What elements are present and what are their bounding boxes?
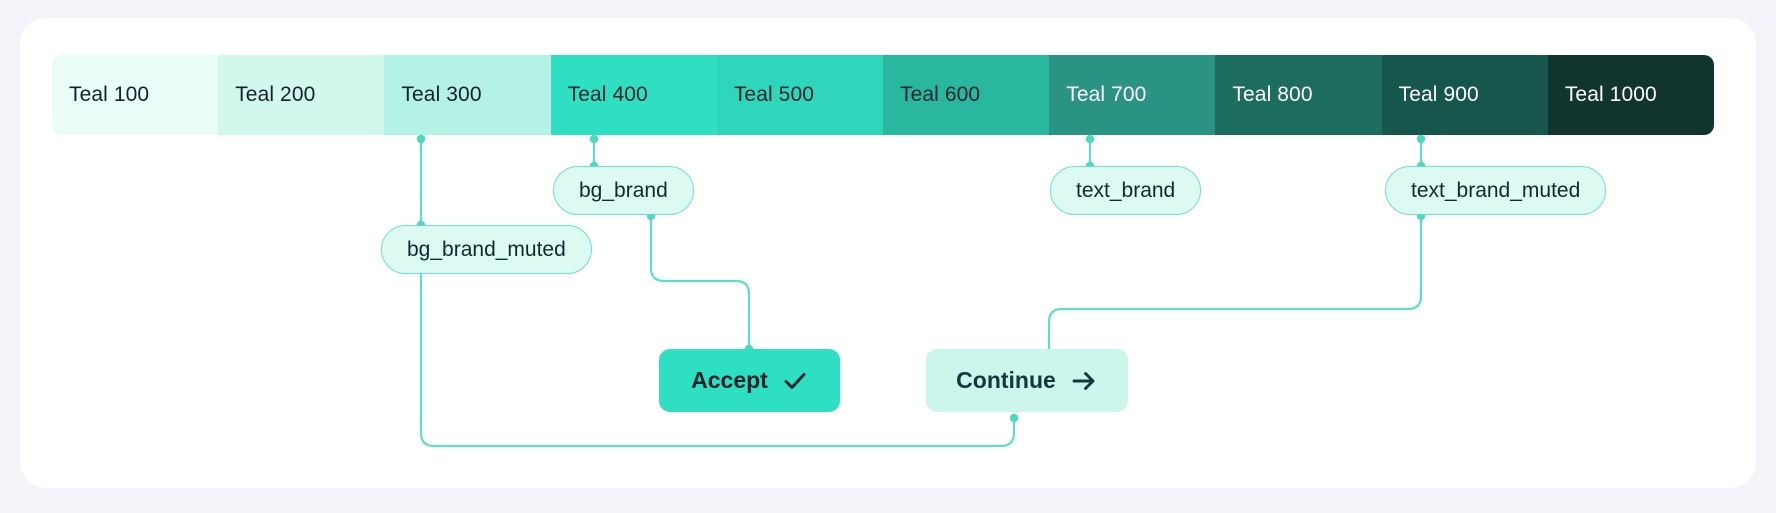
swatch-label: Teal 900 <box>1398 83 1479 106</box>
check-icon <box>782 368 808 394</box>
swatch-label: Teal 300 <box>401 83 482 106</box>
swatch-label: Teal 600 <box>900 83 981 106</box>
palette-strip: Teal 100 Teal 200 Teal 300 Teal 400 Teal… <box>52 55 1714 135</box>
swatch-teal-400[interactable]: Teal 400 <box>550 55 717 135</box>
swatch-label: Teal 100 <box>69 83 150 106</box>
swatch-label: Teal 800 <box>1232 83 1313 106</box>
swatch-label: Teal 700 <box>1066 83 1147 106</box>
token-pill-text-brand-muted[interactable]: text_brand_muted <box>1385 166 1607 215</box>
accept-button-label: Accept <box>691 367 768 393</box>
swatch-teal-700[interactable]: Teal 700 <box>1049 55 1216 135</box>
swatch-label: Teal 400 <box>567 83 648 106</box>
token-pill-label: bg_brand_muted <box>407 237 566 261</box>
token-pill-bg-brand[interactable]: bg_brand <box>553 166 694 215</box>
swatch-teal-600[interactable]: Teal 600 <box>883 55 1050 135</box>
swatch-teal-900[interactable]: Teal 900 <box>1381 55 1548 135</box>
continue-button-label: Continue <box>956 367 1056 393</box>
swatch-teal-300[interactable]: Teal 300 <box>384 55 551 135</box>
swatch-teal-800[interactable]: Teal 800 <box>1215 55 1382 135</box>
swatch-label: Teal 1000 <box>1564 83 1657 106</box>
arrow-right-icon <box>1070 368 1098 394</box>
swatch-label: Teal 500 <box>733 83 815 106</box>
swatch-teal-100[interactable]: Teal 100 <box>52 55 219 135</box>
token-pill-label: text_brand <box>1076 178 1176 202</box>
swatch-teal-500[interactable]: Teal 500 <box>716 55 884 135</box>
token-pill-label: bg_brand <box>579 178 668 202</box>
continue-button[interactable]: Continue <box>926 349 1128 412</box>
token-pill-label: text_brand_muted <box>1411 178 1581 202</box>
swatch-teal-200[interactable]: Teal 200 <box>218 55 385 135</box>
accept-button[interactable]: Accept <box>659 349 840 412</box>
token-pill-bg-brand-muted[interactable]: bg_brand_muted <box>381 225 592 274</box>
token-pill-text-brand[interactable]: text_brand <box>1050 166 1202 215</box>
swatch-teal-1000[interactable]: Teal 1000 <box>1547 55 1714 135</box>
swatch-label: Teal 200 <box>235 83 316 106</box>
